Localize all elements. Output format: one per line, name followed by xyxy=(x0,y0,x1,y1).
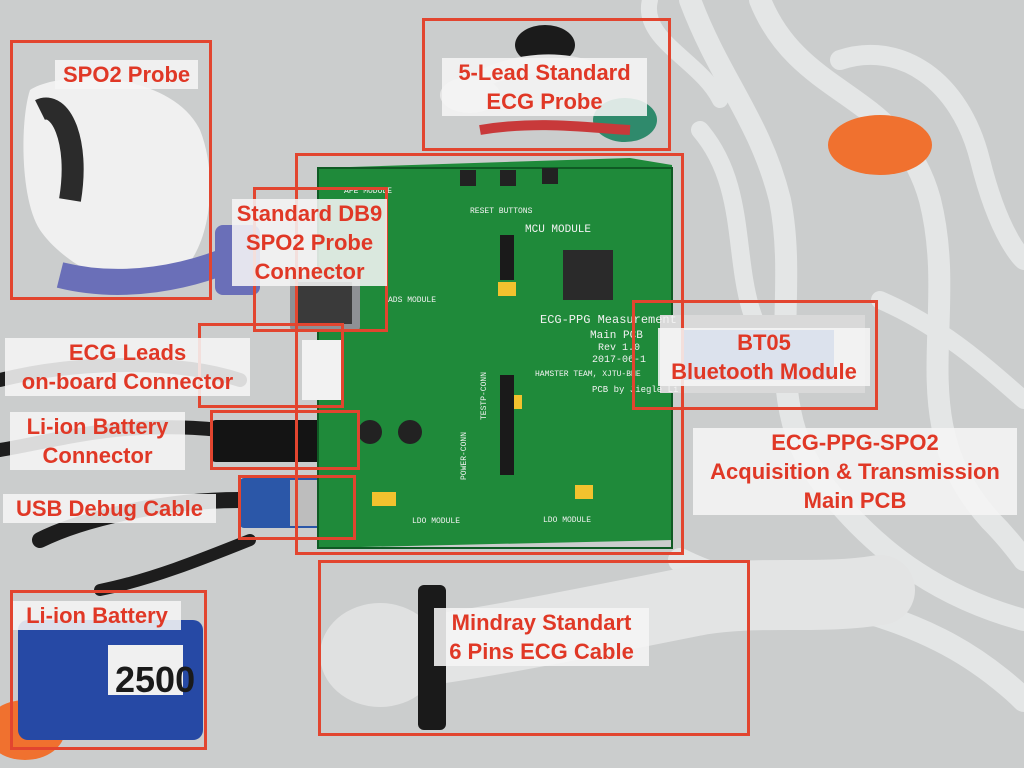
ecg-probe-label-line2: ECG Probe xyxy=(486,89,603,114)
pcb-afe-module-text: AFE MODULE xyxy=(344,187,392,196)
spo2-probe-label-text: SPO2 Probe xyxy=(63,62,191,87)
bt05-label: BT05 Bluetooth Module xyxy=(658,328,870,386)
ecg-leads-label-line2: on-board Connector xyxy=(21,369,234,394)
main-pcb-label-line3: Main PCB xyxy=(803,488,907,513)
pcb-reset-buttons-text: RESET BUTTONS xyxy=(470,207,533,216)
ecg-leads-label: ECG Leads on-board Connector xyxy=(5,338,250,396)
pcb-ldo-module-text-2: LDO MODULE xyxy=(543,516,591,525)
usb-debug-box xyxy=(238,475,356,540)
bt05-box xyxy=(632,300,878,410)
pcb-date-text: 2017-06-1 xyxy=(592,355,646,366)
battery-capacity-text: 2500 xyxy=(115,659,195,700)
mindray-label-line1: Mindray Standart xyxy=(451,610,632,635)
pcb-power-conn-text: POWER-CONN xyxy=(460,432,469,480)
battery-connector-label-line1: Li-ion Battery xyxy=(26,414,169,439)
main-pcb-label-line1: ECG-PPG-SPO2 xyxy=(771,430,939,455)
ecg-probe-box xyxy=(422,18,671,151)
lithium-battery xyxy=(18,620,203,740)
ecg-probe-label: 5-Lead Standard ECG Probe xyxy=(442,58,647,116)
battery-box xyxy=(10,590,207,750)
spo2-probe-box xyxy=(10,40,212,300)
pcb-team-text: HAMSTER TEAM, XJTU-BME xyxy=(535,370,641,379)
db9-label-line2: SPO2 Probe xyxy=(245,230,374,255)
mindray-box xyxy=(318,560,750,736)
battery-connector-box xyxy=(210,410,360,470)
pcb-testp-conn-text: TESTP-CONN xyxy=(480,372,489,420)
pcb-subtitle-text: Main PCB xyxy=(590,330,643,342)
ecg-leads-label-line1: ECG Leads xyxy=(68,340,187,365)
db9-label-line3: Connector xyxy=(254,259,365,284)
battery-label: Li-ion Battery xyxy=(13,601,181,630)
ecg-probe-label-line1: 5-Lead Standard xyxy=(458,60,631,85)
pcb-by-text: PCB by Jiegle Li xyxy=(592,385,678,395)
spo2-probe-label: SPO2 Probe xyxy=(55,60,199,89)
bt05-label-line1: BT05 xyxy=(737,330,791,355)
mindray-label: Mindray Standart 6 Pins ECG Cable xyxy=(434,608,649,666)
battery-label-text: Li-ion Battery xyxy=(26,603,168,628)
usb-debug-label-text: USB Debug Cable xyxy=(15,496,204,521)
pcb-mcu-module-text: MCU MODULE xyxy=(525,224,591,236)
pcb-rev-text: Rev 1.0 xyxy=(598,343,640,354)
battery-connector-label: Li-ion Battery Connector xyxy=(10,412,185,470)
pcb-ldo-module-text: LDO MODULE xyxy=(412,517,460,526)
pcb-title-text: ECG-PPG Measurement xyxy=(540,313,677,327)
db9-label-line1: Standard DB9 xyxy=(236,201,383,226)
orange-tag xyxy=(828,115,932,175)
db9-label: Standard DB9 SPO2 Probe Connector xyxy=(232,199,387,286)
spo2-probe xyxy=(23,78,260,295)
usb-debug-label: USB Debug Cable xyxy=(3,494,216,523)
pcb-ads-module-text: ADS MODULE xyxy=(388,296,436,305)
main-pcb-label: ECG-PPG-SPO2 Acquisition & Transmission … xyxy=(693,428,1017,515)
mindray-label-line2: 6 Pins ECG Cable xyxy=(449,639,634,664)
battery-connector-label-line2: Connector xyxy=(42,443,153,468)
bt05-label-line2: Bluetooth Module xyxy=(671,359,857,384)
main-pcb-label-line2: Acquisition & Transmission xyxy=(710,459,1000,484)
